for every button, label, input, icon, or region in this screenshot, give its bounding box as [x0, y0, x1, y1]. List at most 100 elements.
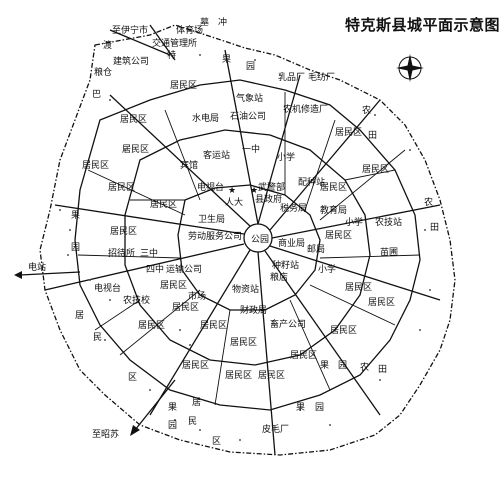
label-dairy: 乳品厂 — [278, 71, 305, 83]
label-grain: 粮仓 — [94, 66, 112, 78]
label-transport-mgmt: 交通管理所 — [152, 37, 197, 49]
label-seed: 配种站 — [298, 176, 325, 188]
label-agri-school: 农技校 — [123, 294, 150, 306]
label-construction: 建筑公司 — [113, 55, 149, 67]
road-to-yining-2 — [149, 24, 176, 61]
label-people: 人大 — [225, 196, 243, 208]
label-orchard-n: 果 — [222, 54, 231, 65]
label-fruit-se: 果 — [320, 360, 329, 371]
label-res-se2: 居民区 — [290, 350, 317, 361]
label-res-w4: 居民区 — [110, 226, 137, 237]
label-seed-co: 种籽站 — [272, 259, 299, 271]
label-to-zhaosu: 至昭苏 — [92, 428, 119, 440]
label-res-nw: 居民区 — [122, 144, 149, 155]
label-res-e5: 居民区 — [368, 297, 395, 308]
secondary-roads — [77, 92, 421, 406]
label-post: 邮局 — [307, 243, 325, 255]
label-res-se1: 居民区 — [330, 325, 357, 336]
label-finance: 财政局 — [240, 304, 267, 316]
label-qu-s: 区 — [212, 436, 221, 447]
field-dots — [59, 54, 431, 441]
label-health: 卫生局 — [198, 213, 225, 225]
label-labor: 劳动服务公司 — [188, 230, 242, 242]
label-res-s5: 居民区 — [182, 360, 209, 371]
label-res-e4: 居民区 — [345, 282, 372, 293]
label-res-ne: 居民区 — [335, 127, 362, 138]
label-hydro: 水电局 — [192, 112, 219, 124]
label-ba: 巴 — [92, 89, 101, 100]
label-primary3: 小学 — [318, 263, 336, 275]
label-fruit-s: 果 — [168, 402, 177, 413]
label-qu-sw: 区 — [128, 372, 137, 383]
label-res-w2: 居民区 — [108, 182, 135, 193]
north-compass-icon — [396, 54, 424, 82]
star-gov-icon: ★ — [250, 186, 258, 196]
town-boundary — [39, 24, 456, 456]
label-garden-se: 园 — [338, 360, 347, 371]
map-title: 特克斯县城平面示意图 — [345, 16, 500, 34]
label-weather: 气象站 — [236, 92, 263, 104]
label-garden-n: 园 — [246, 61, 255, 72]
road-to-yining — [109, 29, 171, 56]
label-farmland-ne: 农 — [362, 104, 371, 116]
label-hotel: 宾馆 — [180, 159, 198, 171]
label-fruit-w: 果 — [71, 210, 80, 221]
label-min-sw: 民 — [93, 332, 102, 343]
label-farmland-se: 农 — [360, 361, 369, 373]
label-res-n: 居民区 — [120, 114, 147, 125]
label-tv-station: 电视台 — [94, 282, 121, 294]
label-res-e2: 居民区 — [320, 182, 347, 193]
outer-ring-road — [74, 79, 421, 411]
label-primary1: 小学 — [277, 151, 295, 163]
label-tv-small: 电视台 — [197, 181, 224, 193]
label-res-s6: 居民区 — [225, 370, 252, 381]
label-res-east1: 居民区 — [362, 164, 389, 175]
label-electric: 电站 — [28, 261, 46, 273]
label-first-middle: 一中 — [242, 143, 260, 155]
label-stadium: 体育场 — [176, 24, 203, 36]
label-garden-s: 园 — [168, 420, 177, 431]
label-leather: 皮毛厂 — [262, 423, 289, 435]
label-customs: 税务局 — [280, 202, 307, 214]
label-res-s4: 居民区 — [230, 337, 257, 348]
label-res-s3: 居民区 — [138, 320, 165, 331]
label-nursery: 苗圃 — [380, 247, 398, 258]
label-res-s7: 居民区 — [258, 370, 285, 381]
label-res-s1: 居民区 — [172, 302, 199, 313]
arrow-to-power — [14, 271, 22, 279]
label-agri-machine: 农机修造厂 — [283, 103, 328, 115]
label-res-e3: 居民区 — [325, 230, 352, 241]
label-commerce: 商业局 — [278, 237, 305, 249]
label-gov: 县政府 — [255, 193, 282, 205]
label-bus: 客运站 — [203, 149, 230, 161]
label-transport-co: 运输公司 — [166, 263, 202, 275]
inner-ring-road — [177, 184, 321, 311]
label-agri-tech-sta: 农技站 — [375, 216, 402, 228]
label-shipping: 招待所 — [108, 247, 135, 259]
label-res-s2: 居民区 — [200, 320, 227, 331]
label-farmland-e: 农 — [424, 196, 433, 208]
label-market: 市场 — [188, 290, 206, 302]
label-field-ne: 田 — [368, 130, 377, 141]
label-ju-s: 居 — [192, 397, 201, 408]
radial-roads — [44, 49, 441, 456]
label-grain-store: 粮店 — [270, 271, 288, 283]
label-police: 武警部 — [258, 181, 285, 193]
label-garden-se2: 园 — [315, 402, 324, 413]
label-special: 特 — [167, 49, 176, 61]
label-park: 公园 — [251, 234, 269, 245]
label-fruit-se2: 果 — [296, 402, 305, 413]
label-res-w3: 居民区 — [150, 199, 177, 210]
label-min-s: 民 — [188, 416, 197, 427]
label-fourth-middle: 四中 — [146, 263, 164, 275]
label-field-se: 田 — [378, 364, 387, 375]
label-res-west1: 居民区 — [82, 160, 109, 171]
road-to-power — [19, 271, 81, 276]
label-animal: 畜产公司 — [270, 318, 306, 330]
label-oil: 石油公司 — [230, 110, 266, 122]
arrow-to-zhaosu — [130, 425, 140, 436]
label-chong: 冲 — [218, 16, 227, 28]
star-people-congress-icon: ★ — [228, 186, 236, 196]
label-wool: 毛纺厂 — [308, 71, 335, 83]
